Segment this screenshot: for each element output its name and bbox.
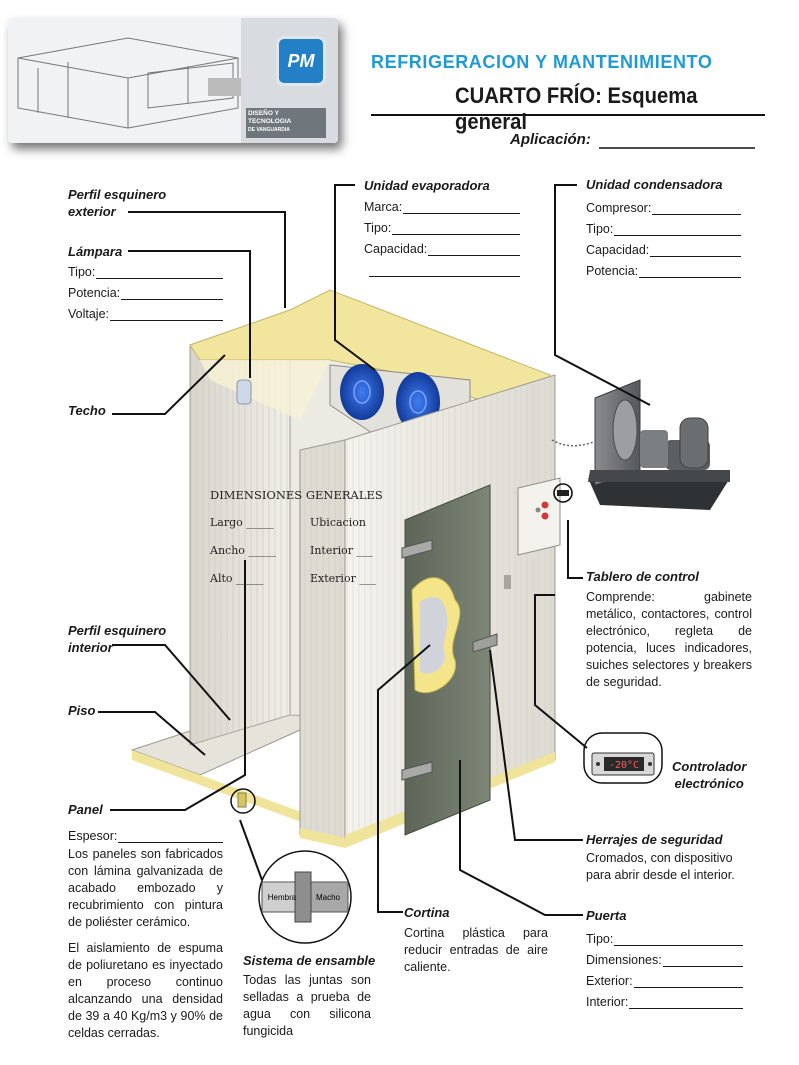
panel-description-1: Los paneles son fabricados con lámina ga… bbox=[68, 847, 223, 929]
perfil-exterior-label: Perfil esquinero exterior bbox=[68, 187, 167, 219]
security-latch bbox=[472, 633, 498, 653]
controlador-label: Controlador electrónico bbox=[672, 759, 747, 791]
puerta-fields: Tipo: Dimensiones: Exterior: Interior: bbox=[586, 925, 743, 1009]
perfil-interior-label: Perfil esquinero interior bbox=[68, 623, 167, 655]
tablero-description: Comprende: gabinete metálico, contactore… bbox=[586, 590, 752, 689]
tablero-label: Tablero de control bbox=[586, 569, 699, 584]
page-title: CUARTO FRÍO: Esquema general bbox=[455, 83, 698, 134]
condensadora-tipo-field[interactable]: Tipo: bbox=[586, 215, 741, 236]
herrajes-description: Cromados, con dispositivo para abrir des… bbox=[586, 851, 735, 882]
logo-initials: PM bbox=[287, 50, 315, 71]
condensadora-fields: Compresor: Tipo: Capacidad: Potencia: bbox=[586, 194, 741, 278]
condensadora-capacidad-field[interactable]: Capacidad: bbox=[586, 236, 741, 257]
header-logo-image: PM DISEÑO Y TECNOLOGIA DE VANGUARDIA bbox=[8, 18, 338, 143]
logo-tagline: DISEÑO Y TECNOLOGIA DE VANGUARDIA bbox=[248, 110, 292, 133]
espesor-field[interactable]: Espesor: bbox=[68, 826, 223, 843]
macho-label: Macho bbox=[316, 893, 341, 902]
control-panel-box bbox=[517, 477, 561, 556]
puerta-tipo-field[interactable]: Tipo: bbox=[586, 925, 743, 946]
evaporadora-capacidad-field[interactable]: Capacidad: bbox=[364, 235, 520, 256]
condensadora-label: Unidad condensadora bbox=[586, 177, 723, 192]
logo-badge: PM bbox=[276, 36, 326, 86]
controller-display: -20°C bbox=[609, 760, 639, 771]
evaporator-fan-left bbox=[340, 364, 384, 420]
piso-label: Piso bbox=[68, 703, 96, 718]
condensadora-potencia-field[interactable]: Potencia: bbox=[586, 257, 741, 278]
lampara-voltaje-field[interactable]: Voltaje: bbox=[68, 300, 223, 321]
herrajes-label: Herrajes de seguridad bbox=[586, 832, 723, 847]
evaporadora-label: Unidad evaporadora bbox=[364, 178, 490, 193]
evaporadora-fields: Marca: Tipo: Capacidad: bbox=[364, 193, 520, 277]
lampara-label: Lámpara bbox=[68, 244, 123, 259]
dim-row: Ancho _____Interior ___ bbox=[210, 544, 374, 557]
ensamble-label: Sistema de ensamble bbox=[243, 953, 376, 968]
condensadora-compresor-field[interactable]: Compresor: bbox=[586, 194, 741, 215]
cortina-label: Cortina bbox=[404, 905, 450, 920]
dim-row: Largo _____Ubicacion bbox=[210, 516, 366, 529]
brand-title: REFRIGERACION Y MANTENIMIENTO bbox=[371, 52, 713, 72]
dim-row: Alto _____Exterior ___ bbox=[210, 572, 376, 585]
puerta-label: Puerta bbox=[586, 908, 627, 923]
panel-description-2: El aislamiento de espuma de poliuretano … bbox=[68, 941, 223, 1040]
evaporadora-marca-field[interactable]: Marca: bbox=[364, 193, 520, 214]
ensamble-description: Todas las juntas son selladas a prueba d… bbox=[243, 973, 371, 1038]
puerta-exterior-field[interactable]: Exterior: bbox=[586, 967, 743, 988]
techo-label: Techo bbox=[68, 403, 106, 418]
cortina-description: Cortina plástica para reducir entradas d… bbox=[404, 926, 548, 974]
puerta-interior-field[interactable]: Interior: bbox=[586, 988, 743, 1009]
condenser-base bbox=[588, 478, 730, 510]
dimensiones-generales: DIMENSIONES GENERALES Largo _____Ubicaci… bbox=[210, 488, 410, 600]
puerta-dimensiones-field[interactable]: Dimensiones: bbox=[586, 946, 743, 967]
lampara-fields: Tipo: Potencia: Voltaje: bbox=[68, 258, 223, 321]
evaporadora-extra-field[interactable] bbox=[364, 256, 520, 277]
hembra-label: Hembra bbox=[268, 893, 297, 902]
aplicacion-label: Aplicación: bbox=[510, 131, 591, 148]
lampara-tipo-field[interactable]: Tipo: bbox=[68, 258, 223, 279]
lamp bbox=[236, 379, 252, 405]
panel-label: Panel bbox=[68, 802, 103, 817]
evaporadora-tipo-field[interactable]: Tipo: bbox=[364, 214, 520, 235]
leader-lines bbox=[98, 184, 651, 916]
dimensiones-title: DIMENSIONES GENERALES bbox=[210, 488, 383, 502]
lampara-potencia-field[interactable]: Potencia: bbox=[68, 279, 223, 300]
